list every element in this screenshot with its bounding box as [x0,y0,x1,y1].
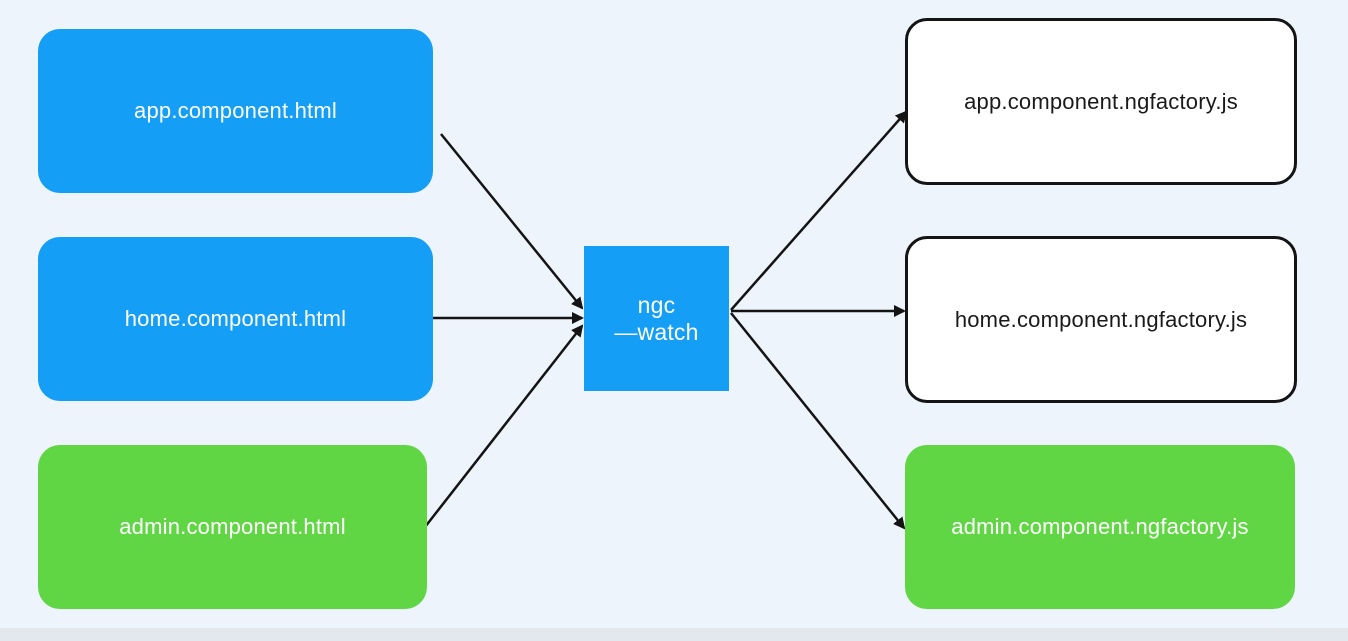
source-admin-component-box: admin.component.html [38,445,427,609]
arrow-app-to-ngc [440,133,584,310]
source-app-component-box: app.component.html [38,29,433,193]
output-app-factory-label: app.component.ngfactory.js [964,88,1238,114]
source-home-component-box: home.component.html [38,237,433,401]
arrow-admin-to-ngc [424,324,584,528]
output-admin-factory-box: admin.component.ngfactory.js [905,445,1295,609]
arrow-ngc-to-admin-factory [730,312,906,530]
output-home-factory-box: home.component.ngfactory.js [905,236,1297,403]
arrow-ngc-to-app-factory [730,110,908,311]
ngc-watch-box: ngc —watch [584,246,729,391]
output-app-factory-box: app.component.ngfactory.js [905,18,1297,185]
bottom-strip [0,628,1348,641]
source-admin-component-label: admin.component.html [119,514,346,539]
output-home-factory-label: home.component.ngfactory.js [954,306,1248,332]
ngc-label: ngc [637,292,676,319]
source-home-component-label: home.component.html [124,306,347,331]
output-admin-factory-label: admin.component.ngfactory.js [951,514,1249,539]
watch-flag-label: —watch [614,318,699,345]
source-app-component-label: app.component.html [134,98,337,123]
